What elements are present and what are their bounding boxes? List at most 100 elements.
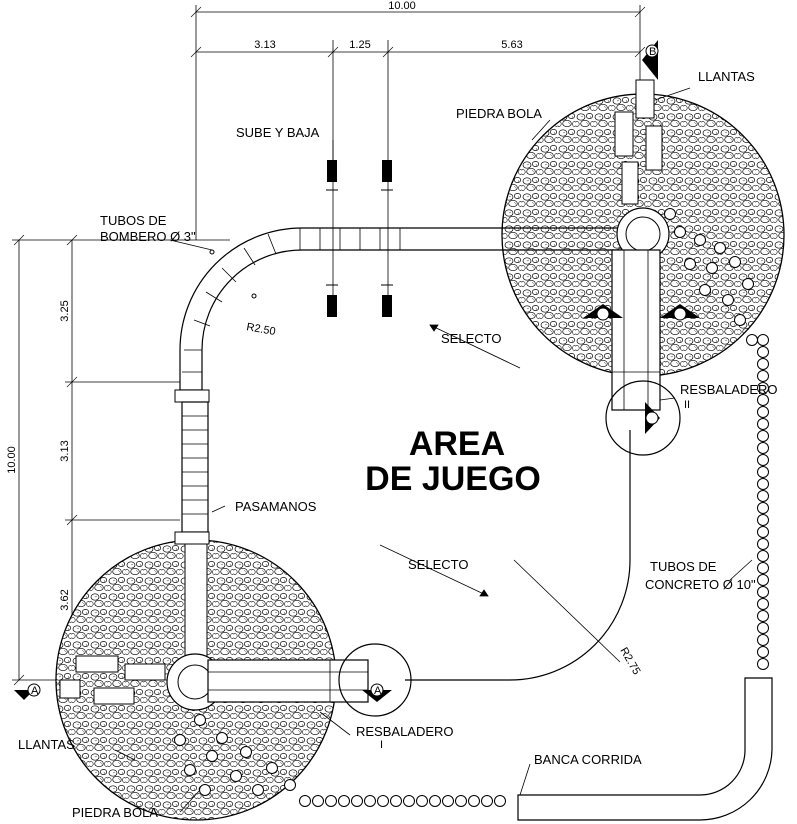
concrete-tube [312,795,324,807]
tires-top-right [614,79,663,205]
play-area-boundary [405,430,631,681]
concrete-tube [699,284,711,296]
dim-seg-2: 1.25 [349,39,370,51]
concrete-tube [757,526,769,538]
concrete-tube [390,795,402,807]
area-title-line1: AREA [409,425,505,463]
concrete-tube [722,294,734,306]
label-resbaladero-right: RESBALADERO [680,382,778,397]
label-resbaladero-bottom-mark: I [380,739,383,751]
concrete-tube [729,256,741,268]
label-llantas-top: LLANTAS [698,69,755,84]
label-banca-corrida: BANCA CORRIDA [534,752,642,767]
concrete-tube [266,762,278,774]
concrete-tube [338,795,350,807]
concrete-tube [674,226,686,238]
concrete-tube [694,234,706,246]
concrete-tube [364,795,376,807]
dim-total-top: 10.00 [388,0,416,12]
concrete-tube [706,262,718,274]
concrete-tube [468,795,480,807]
concrete-tube [757,442,769,454]
concrete-tube [664,208,676,220]
dim-left-3: 3.62 [59,589,71,610]
label-tubos-concreto-2: CONCRETO Ø 10" [645,577,756,592]
tires-bottom-left [59,655,166,705]
concrete-tube [757,574,769,586]
concrete-tube [757,454,769,466]
concrete-tube [403,795,415,807]
label-llantas-bottom: LLANTAS [18,737,75,752]
label-resbaladero-bottom: RESBALADERO [356,724,454,739]
concrete-tube [757,490,769,502]
dim-seg-1: 3.13 [254,39,275,51]
concrete-tube [734,314,746,326]
concrete-tube [757,562,769,574]
label-selecto-1: SELECTO [441,331,501,346]
monkey-bars [174,389,210,665]
concrete-tube [757,622,769,634]
section-label-a-left: A [31,685,39,697]
concrete-tube [216,732,228,744]
concrete-tube [757,538,769,550]
concrete-tube [757,358,769,370]
section-markers: A A B [14,40,700,702]
concrete-tube [299,795,311,807]
concrete-tube [757,370,769,382]
concrete-tube [757,466,769,478]
concrete-tube [757,346,769,358]
concrete-tube [757,430,769,442]
concrete-tube [757,658,769,670]
seesaws [326,160,393,317]
dim-seg-3: 5.63 [501,39,522,51]
concrete-tube [757,394,769,406]
concrete-tube [194,714,206,726]
label-pasamanos: PASAMANOS [235,499,317,514]
concrete-tube [757,550,769,562]
concrete-tube [757,502,769,514]
concrete-tube [494,795,506,807]
concrete-tube [429,795,441,807]
label-tubos-bombero-1: TUBOS DE [100,213,167,228]
dim-total-left: 10.00 [6,446,18,474]
concrete-tube [757,598,769,610]
label-resbaladero-right-mark: II [684,399,690,411]
concrete-tube [377,795,389,807]
label-radius-275: R2.75 [617,646,642,677]
label-piedra-bola-top: PIEDRA BOLA [456,106,542,121]
concrete-tube [684,258,696,270]
dim-left-1: 3.25 [59,300,71,321]
leader-lines [114,87,753,813]
label-radius-250: R2.50 [245,321,276,338]
slide-bottom [166,643,412,717]
concrete-tube [757,418,769,430]
selecto-arrows [379,324,521,597]
concrete-tube [442,795,454,807]
concrete-tube [742,278,754,290]
concrete-tube [240,746,252,758]
dim-left-2: 3.13 [59,440,71,461]
label-tubos-concreto-1: TUBOS DE [650,559,717,574]
concrete-tube [757,646,769,658]
concrete-tube [757,478,769,490]
concrete-tube [757,334,769,346]
concrete-tube [351,795,363,807]
bench [517,677,773,821]
label-sube-y-baja: SUBE Y BAJA [236,125,320,140]
concrete-tube [757,610,769,622]
concrete-tube [455,795,467,807]
concrete-tube [714,242,726,254]
area-title-line2: DE JUEGO [365,460,541,498]
concrete-tube [481,795,493,807]
concrete-tube [230,770,242,782]
concrete-tube [252,784,264,796]
concrete-tube [284,779,296,791]
concrete-tube [206,750,218,762]
concrete-tube [325,795,337,807]
concrete-tube [757,634,769,646]
concrete-tube [757,382,769,394]
section-label-a-bottom: A [374,685,382,697]
concrete-tube [174,734,186,746]
concrete-tube [416,795,428,807]
